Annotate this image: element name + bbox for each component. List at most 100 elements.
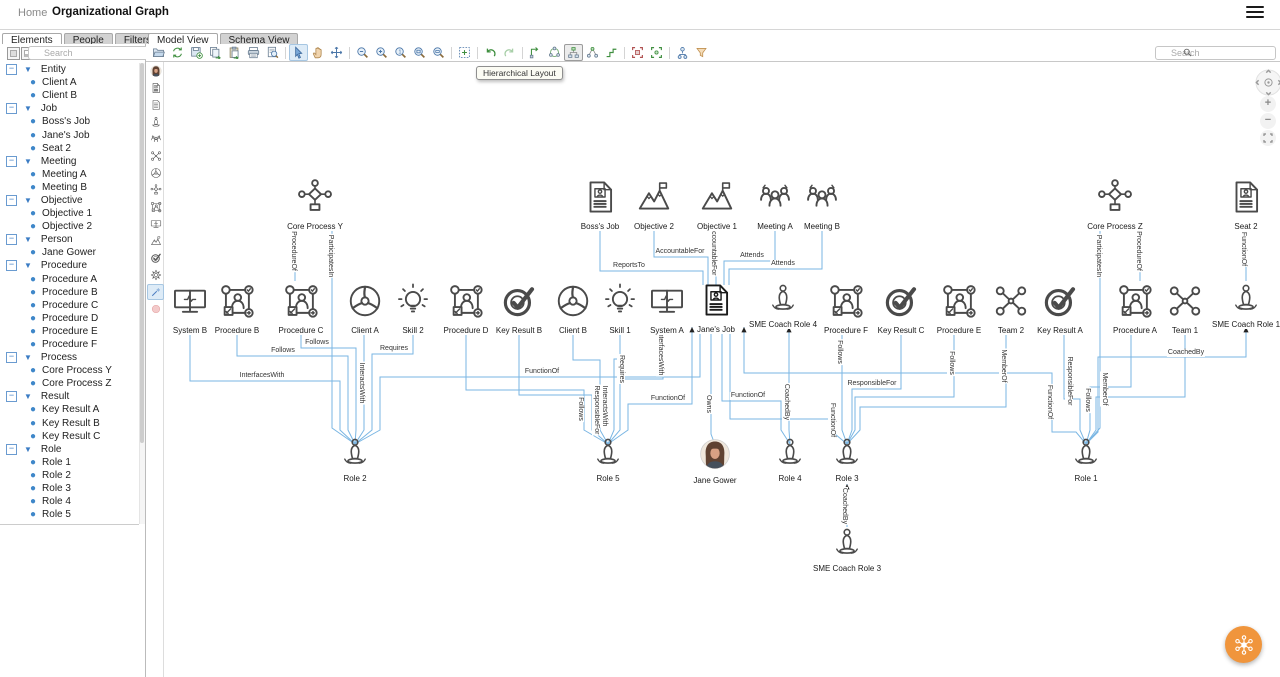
overview-button[interactable] xyxy=(647,44,666,61)
caret-down-icon[interactable]: ▼ xyxy=(24,65,32,75)
collapse-box-icon[interactable]: − xyxy=(6,352,17,364)
tree-item-jane-gower[interactable]: ●Jane Gower xyxy=(30,247,96,259)
tree-group-meeting[interactable]: −▼Meeting xyxy=(0,155,139,168)
tree-item-role-1[interactable]: ●Role 1 xyxy=(30,456,71,468)
filter-button[interactable] xyxy=(692,44,711,61)
tree-item-key-result-b[interactable]: ●Key Result B xyxy=(30,417,100,429)
palette-client-icon[interactable] xyxy=(147,165,164,181)
copy-button[interactable] xyxy=(206,44,225,61)
palette-team-icon[interactable] xyxy=(147,148,164,164)
palette-role-icon[interactable] xyxy=(147,114,164,130)
layout-inc-button[interactable] xyxy=(526,44,545,61)
tree-item-client-b[interactable]: ●Client B xyxy=(30,90,78,102)
pointer-button[interactable] xyxy=(289,44,308,61)
graph-node-core-process-z[interactable]: Core Process Z xyxy=(1073,178,1157,234)
zoom-fit-button[interactable] xyxy=(429,44,448,61)
layout-hier-button[interactable] xyxy=(564,44,583,61)
zoom-out-button[interactable]: − xyxy=(1260,113,1276,129)
caret-down-icon[interactable]: ▼ xyxy=(24,156,32,166)
fit-button[interactable] xyxy=(455,44,474,61)
tree-item-meeting-b[interactable]: ●Meeting B xyxy=(30,181,88,193)
graph-node-sme-coach-role-1[interactable]: SME Coach Role 1 xyxy=(1204,282,1280,332)
expand-all-button[interactable] xyxy=(7,47,20,60)
layout-edge-button[interactable] xyxy=(602,44,621,61)
tree-group-person[interactable]: −▼Person xyxy=(0,233,139,246)
palette-settings-icon[interactable] xyxy=(147,267,164,283)
layout-org-button[interactable] xyxy=(545,44,564,61)
fit-view-button[interactable] xyxy=(1260,130,1276,146)
collapse-box-icon[interactable]: − xyxy=(6,64,17,76)
caret-down-icon[interactable]: ▼ xyxy=(24,261,32,271)
palette-record-icon[interactable] xyxy=(147,301,164,317)
save-button[interactable] xyxy=(187,44,206,61)
tree-group-job[interactable]: −▼Job xyxy=(0,102,139,115)
tree-item-procedure-f[interactable]: ●Procedure F xyxy=(30,339,98,351)
tree-item-procedure-a[interactable]: ●Procedure A xyxy=(30,273,98,285)
caret-down-icon[interactable]: ▼ xyxy=(24,353,32,363)
caret-down-icon[interactable]: ▼ xyxy=(24,235,32,245)
canvas-search-input[interactable] xyxy=(1155,46,1276,60)
zoom-out-button[interactable] xyxy=(353,44,372,61)
collapse-box-icon[interactable]: − xyxy=(6,260,17,272)
print-button[interactable] xyxy=(244,44,263,61)
graph-node-core-process-y[interactable]: Core Process Y xyxy=(273,178,357,234)
caret-down-icon[interactable]: ▼ xyxy=(24,444,32,454)
fit-all-button[interactable] xyxy=(628,44,647,61)
caret-down-icon[interactable]: ▼ xyxy=(24,392,32,402)
tree-item-client-a[interactable]: ●Client A xyxy=(30,77,77,89)
zoom-in-button[interactable]: + xyxy=(1260,96,1276,112)
preview-button[interactable] xyxy=(263,44,282,61)
tree-item-procedure-e[interactable]: ●Procedure E xyxy=(30,325,98,337)
graph-node-role-3[interactable]: Role 3 xyxy=(805,436,889,486)
caret-down-icon[interactable]: ▼ xyxy=(24,195,32,205)
graph-node-role-5[interactable]: Role 5 xyxy=(566,436,650,486)
graph-node-jane-s-job[interactable]: Jane's Job xyxy=(674,281,758,337)
redo-button[interactable] xyxy=(500,44,519,61)
collapse-box-icon[interactable]: − xyxy=(6,443,17,455)
compass-control[interactable] xyxy=(1255,69,1280,101)
tree-item-procedure-b[interactable]: ●Procedure B xyxy=(30,286,98,298)
palette-meeting-icon[interactable] xyxy=(147,131,164,147)
collapse-box-icon[interactable]: − xyxy=(6,234,17,246)
graph-node-key-result-a[interactable]: Key Result A xyxy=(1018,282,1102,338)
tree-item-core-process-z[interactable]: ●Core Process Z xyxy=(30,378,112,390)
tree-group-result[interactable]: −▼Result xyxy=(0,390,139,403)
graph-node-sme-coach-role-3[interactable]: SME Coach Role 3 xyxy=(805,526,889,576)
tree-item-core-process-y[interactable]: ●Core Process Y xyxy=(30,365,112,377)
tree-item-objective-2[interactable]: ●Objective 2 xyxy=(30,221,93,233)
graph-node-jane-gower[interactable]: Jane Gower xyxy=(673,438,757,488)
tree-group-procedure[interactable]: −▼Procedure xyxy=(0,259,139,272)
palette-objective-icon[interactable] xyxy=(147,233,164,249)
tree-group-role[interactable]: −▼Role xyxy=(0,443,139,456)
hamburger-menu-icon[interactable] xyxy=(1246,6,1264,20)
collapse-box-icon[interactable]: − xyxy=(6,155,17,167)
palette-key-result-icon[interactable] xyxy=(147,250,164,266)
tree-group-process[interactable]: −▼Process xyxy=(0,351,139,364)
tree-group-objective[interactable]: −▼Objective xyxy=(0,194,139,207)
tree-item-role-3[interactable]: ●Role 3 xyxy=(30,483,71,495)
tree-item-key-result-c[interactable]: ●Key Result C xyxy=(30,430,101,442)
tree-item-role-4[interactable]: ●Role 4 xyxy=(30,496,71,508)
sidebar-scrollbar[interactable] xyxy=(139,63,145,524)
graph-node-seat-2[interactable]: Seat 2 xyxy=(1204,178,1280,234)
tree-item-meeting-a[interactable]: ●Meeting A xyxy=(30,168,87,180)
paste-button[interactable] xyxy=(225,44,244,61)
tree-item-objective-1[interactable]: ●Objective 1 xyxy=(30,208,93,220)
graph-node-sme-coach-role-4[interactable]: SME Coach Role 4 xyxy=(741,282,825,332)
palette-procedure-icon[interactable] xyxy=(147,199,164,215)
move-button[interactable] xyxy=(327,44,346,61)
orgchart-button[interactable] xyxy=(673,44,692,61)
palette-seat-icon[interactable] xyxy=(147,97,164,113)
tree-item-procedure-c[interactable]: ●Procedure C xyxy=(30,299,99,311)
undo-button[interactable] xyxy=(481,44,500,61)
graph-fab-button[interactable] xyxy=(1225,626,1262,663)
layout-tree-button[interactable] xyxy=(583,44,602,61)
tree-item-procedure-d[interactable]: ●Procedure D xyxy=(30,312,99,324)
refresh-button[interactable] xyxy=(168,44,187,61)
graph-canvas[interactable] xyxy=(164,62,1280,677)
zoom-sel-button[interactable] xyxy=(410,44,429,61)
tree-group-entity[interactable]: −▼Entity xyxy=(0,63,139,76)
collapse-box-icon[interactable]: − xyxy=(6,103,17,115)
palette-system-icon[interactable] xyxy=(147,216,164,232)
tree-item-seat-2[interactable]: ●Seat 2 xyxy=(30,142,71,154)
